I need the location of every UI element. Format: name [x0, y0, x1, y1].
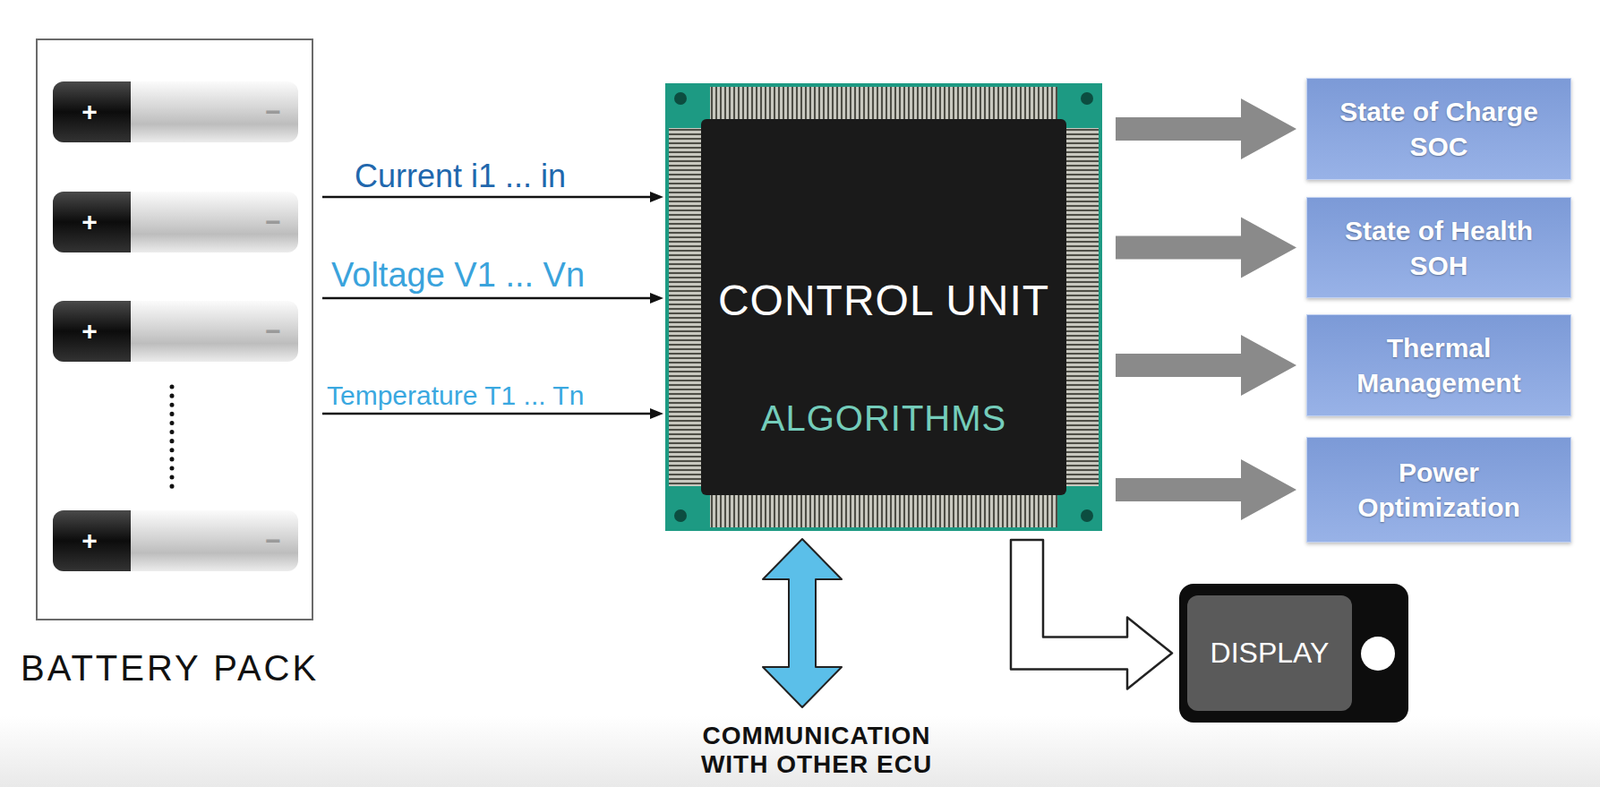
arrow-head — [650, 292, 664, 304]
chip-pins — [668, 128, 703, 487]
signal-label: Temperature T1 ... Tn — [324, 380, 587, 412]
output-label: Power Optimization — [1321, 454, 1557, 525]
output-label: State of Charge SOC — [1321, 94, 1557, 164]
battery-cell — [52, 191, 299, 253]
minus-sign: − — [265, 96, 282, 129]
battery-cell — [52, 300, 299, 362]
minus-sign: − — [265, 525, 282, 557]
arrow-head — [650, 408, 664, 420]
chip-title: CONTROL UNIT — [718, 274, 1050, 327]
pack-title: BATTERY PACK — [20, 648, 319, 688]
display-label: DISPLAY — [1210, 635, 1330, 670]
double-arrow — [762, 539, 842, 708]
block-arrow — [1115, 334, 1297, 396]
minus-sign: − — [265, 206, 282, 239]
bent-arrow — [1010, 539, 1173, 690]
battery-cells — [52, 81, 299, 572]
communication-label: COMMUNICATION WITH OTHER ECU — [673, 721, 960, 779]
output-arrow — [1115, 459, 1297, 521]
battery-cell — [52, 510, 299, 572]
minus-sign: − — [265, 316, 282, 348]
control-unit: CONTROL UNIT ALGORITHMS — [665, 83, 1103, 531]
arrow-head — [650, 191, 664, 203]
block-arrow — [1115, 217, 1297, 279]
signal-label: Voltage V1 ... Vn — [328, 256, 588, 296]
output-box: Power Optimization — [1306, 436, 1572, 543]
block-arrow — [1115, 98, 1297, 160]
plus-sign: + — [81, 96, 98, 129]
ellipsis-dots — [170, 386, 175, 488]
chip-pins — [710, 86, 1058, 121]
chip-pins — [710, 493, 1058, 528]
block-arrow — [1115, 459, 1297, 521]
plus-sign: + — [81, 525, 98, 557]
display-unit: DISPLAY — [1179, 583, 1409, 723]
output-arrow — [1115, 334, 1297, 396]
chip-pins — [1064, 128, 1099, 487]
output-box: Thermal Management — [1306, 314, 1572, 417]
battery-cell — [52, 81, 299, 143]
plus-sign: + — [81, 206, 98, 239]
chip-board — [665, 83, 1103, 531]
signal-line — [322, 412, 653, 416]
output-box: State of Charge SOC — [1306, 77, 1572, 180]
plus-sign: + — [81, 316, 98, 348]
display-arrow — [1010, 539, 1173, 690]
signal-label: Current i1 ... in — [351, 157, 569, 195]
chip-graphic — [665, 83, 1103, 531]
chip-subtitle: ALGORITHMS — [761, 396, 1007, 440]
output-arrow — [1115, 98, 1297, 160]
display-screen: DISPLAY — [1187, 595, 1352, 711]
output-arrow — [1115, 217, 1297, 279]
signal-line — [322, 196, 653, 199]
output-label: Thermal Management — [1321, 330, 1557, 401]
signal-line — [322, 297, 653, 300]
output-box: State of Health SOH — [1306, 196, 1572, 299]
output-label: State of Health SOH — [1321, 213, 1557, 283]
display-button — [1360, 636, 1395, 671]
chip-body — [701, 119, 1067, 496]
